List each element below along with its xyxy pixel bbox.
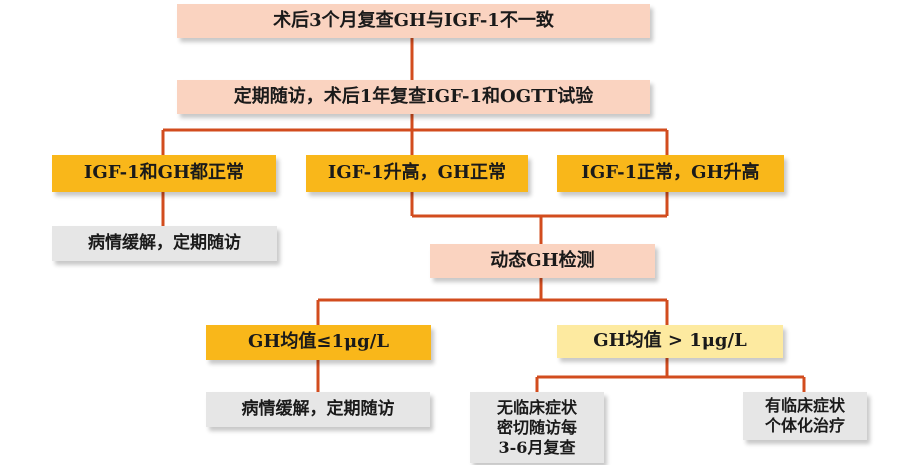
gh-mean-high-box: GH均值 > 1μg/L	[557, 325, 783, 358]
branch-igf-high-box: IGF-1升高，GH正常	[306, 155, 528, 192]
top-condition-box: 术后3个月复查GH与IGF-1不一致	[177, 4, 650, 38]
no-symptoms-box: 无临床症状 密切随访每 3-6月复查	[470, 392, 604, 463]
dynamic-gh-box: 动态GH检测	[430, 244, 655, 278]
followup-box: 定期随访，术后1年复查IGF-1和OGTT试验	[177, 80, 650, 114]
branch-normal-box: IGF-1和GH都正常	[52, 155, 276, 192]
with-symptoms-box: 有临床症状 个体化治疗	[743, 392, 867, 440]
remission-box-lower: 病情缓解，定期随访	[206, 392, 430, 427]
remission-box-upper: 病情缓解，定期随访	[52, 226, 277, 261]
branch-gh-high-box: IGF-1正常，GH升高	[557, 155, 784, 192]
gh-mean-low-box: GH均值≤1μg/L	[206, 325, 431, 360]
